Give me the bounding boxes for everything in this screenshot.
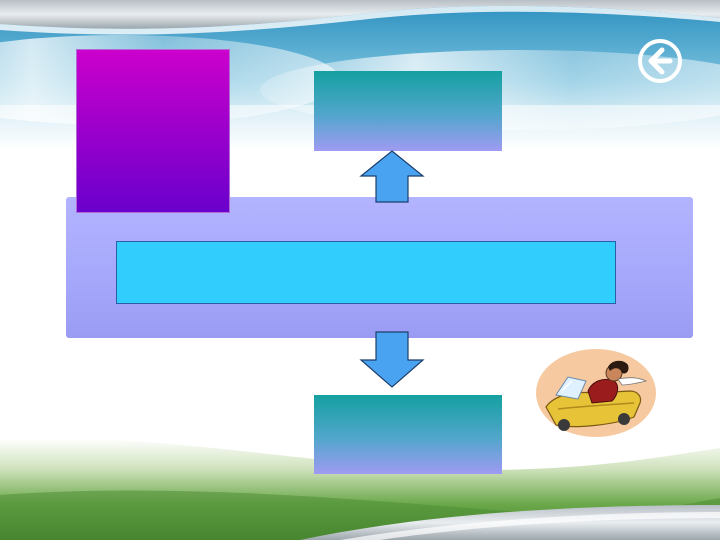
bottom-teal-box [314,395,502,474]
bottom-box-label [314,395,502,474]
back-button[interactable] [636,38,684,84]
top-box-label [314,71,502,151]
purple-title-box [76,49,230,213]
top-teal-box [314,71,502,151]
up-arrow-icon [359,150,425,203]
center-box-label [117,242,615,303]
center-cyan-box [116,241,616,304]
purple-box-label [77,50,229,212]
down-arrow-icon [359,331,425,388]
back-arrow-icon [638,39,682,83]
woman-driving-car-clipart [536,349,656,437]
